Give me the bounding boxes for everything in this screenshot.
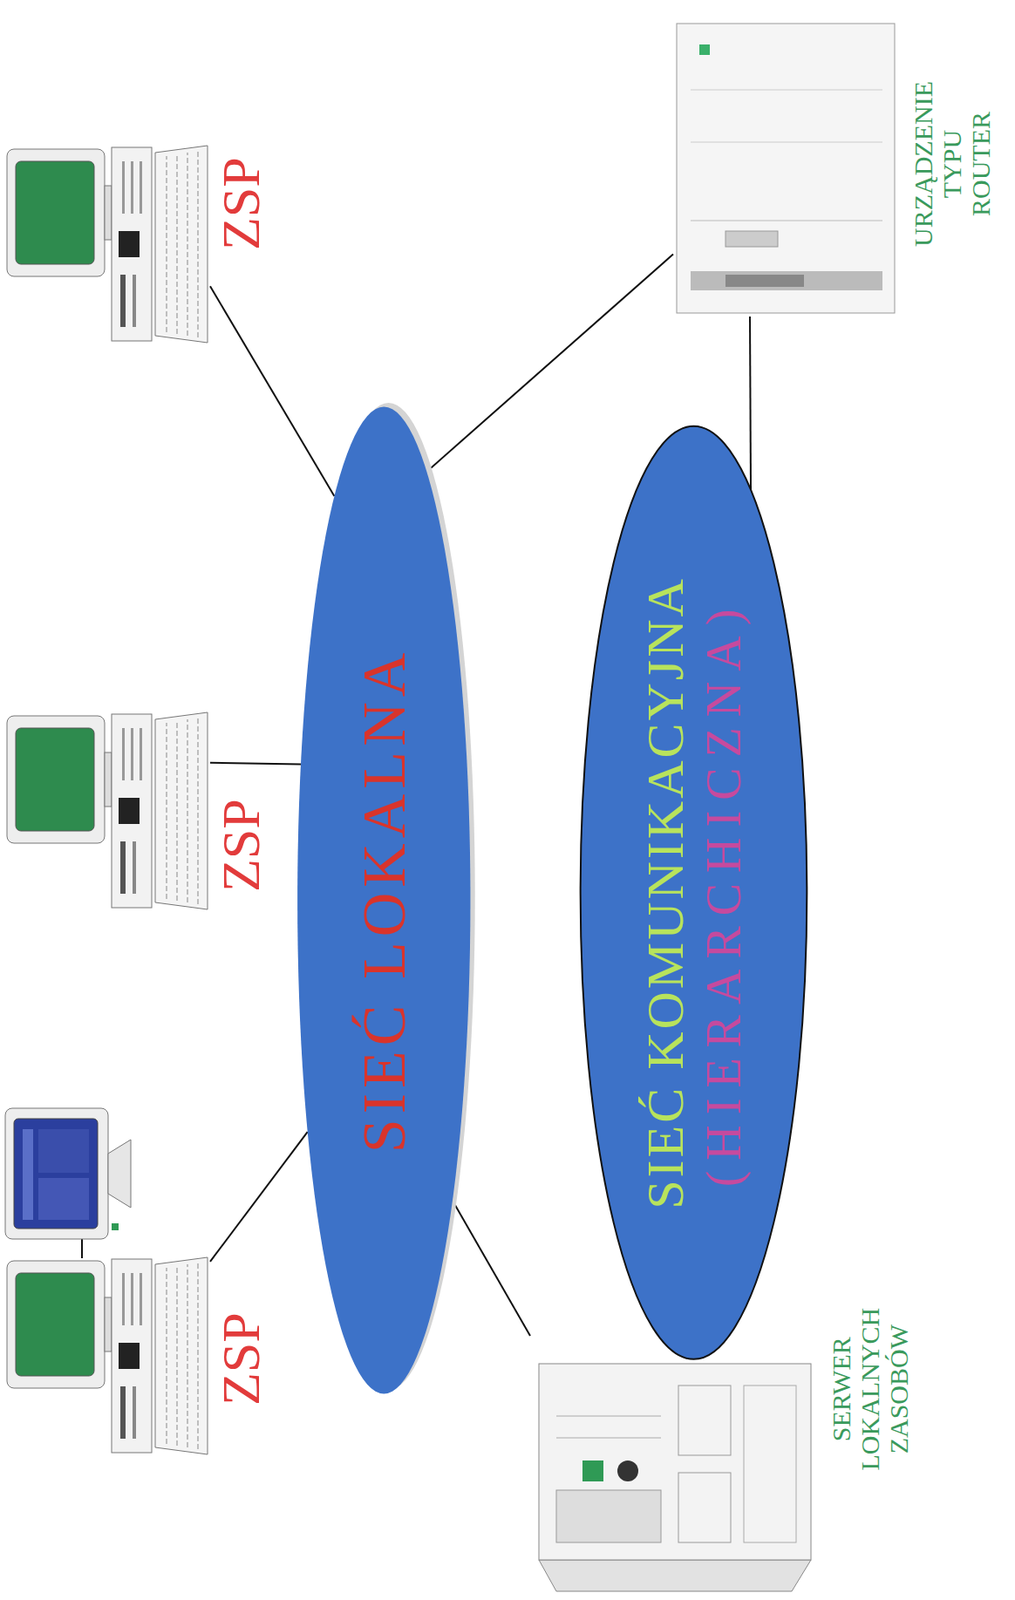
workstation-label: ZSP [213, 798, 268, 893]
computer-icon [5, 710, 211, 912]
network-link [426, 254, 674, 472]
workstation-label: ZSP [213, 156, 268, 251]
network-label: (HIERARCHICZNA) [695, 599, 752, 1188]
server-label: SERWER LOKALNYCH ZASOBÓW [826, 1307, 913, 1472]
network-label: SIEĆ LOKALNA [350, 647, 418, 1153]
router-icon [673, 20, 899, 317]
workstation: ZSP [5, 1255, 270, 1457]
server-icon [530, 1359, 817, 1595]
router-unit: URZĄDZENIE TYPU ROUTER [673, 20, 997, 317]
workstation: ZSP [5, 143, 270, 345]
backbone-network-ellipse: SIEĆ KOMUNIKACYJNA(HIERARCHICZNA) [578, 424, 810, 1362]
network-link [452, 1200, 531, 1336]
network-label: SIEĆ KOMUNIKACYJNA [635, 576, 696, 1210]
workstation-label: ZSP [213, 1312, 268, 1406]
server-unit: SERWER LOKALNYCH ZASOBÓW [530, 1307, 915, 1596]
network-link [210, 762, 301, 765]
extra-monitor [5, 1108, 131, 1240]
workstation: ZSP [5, 710, 270, 912]
local-network-ellipse: SIEĆ LOKALNA [295, 402, 480, 1398]
network-link [210, 1131, 308, 1262]
computer-icon [5, 143, 211, 345]
monitor-cable [81, 1239, 83, 1259]
network-link [749, 316, 751, 491]
network-link [210, 286, 334, 497]
computer-icon [5, 1255, 211, 1457]
router-label: URZĄDZENIE TYPU ROUTER [908, 81, 995, 247]
